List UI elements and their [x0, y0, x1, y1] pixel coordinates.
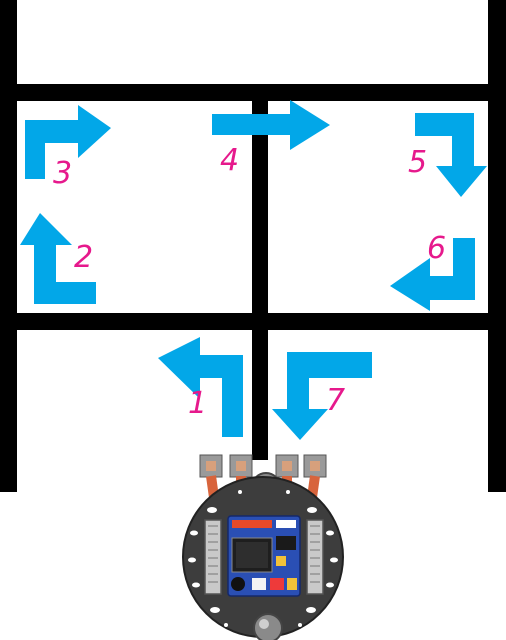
- step-numbers: 1 2 3 4 5 6 7: [53, 143, 446, 421]
- arrow-step-4: [212, 100, 330, 150]
- arrow-step-3: [25, 105, 111, 179]
- step-number-1: 1: [188, 386, 207, 421]
- step-number-2: 2: [74, 240, 93, 275]
- arrow-step-1: [158, 337, 243, 437]
- line-follower-robot-icon: [182, 454, 344, 640]
- arrow-step-2: [20, 213, 96, 304]
- arrow-step-6: [390, 238, 475, 311]
- step-number-3: 3: [53, 156, 72, 191]
- track-left-edge: [0, 0, 17, 492]
- track-right-edge: [488, 0, 506, 492]
- step-number-7: 7: [326, 383, 345, 418]
- chassis-holes: [188, 490, 338, 627]
- buzzer: [231, 577, 245, 591]
- step-number-6: 6: [427, 231, 446, 266]
- step-number-5: 5: [408, 145, 427, 180]
- left-drive-wheel: [204, 519, 222, 595]
- track-lines: [0, 0, 506, 492]
- board-header: [232, 520, 272, 528]
- step-number-4: 4: [220, 143, 239, 178]
- arrow-step-5: [415, 113, 487, 197]
- route-arrows: [20, 100, 487, 440]
- track-center-upper: [252, 84, 268, 330]
- track-center-lower: [252, 330, 268, 460]
- arrow-step-7: [272, 352, 372, 440]
- right-drive-wheel: [306, 519, 324, 595]
